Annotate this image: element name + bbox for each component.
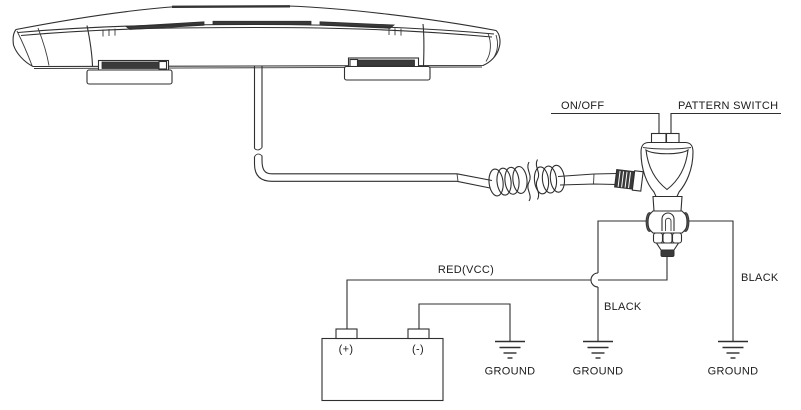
plug-head-seam [642,147,692,150]
ground-label-right: GROUND [708,366,759,378]
coil-loop [488,168,504,197]
strain-relief-collar [631,170,644,192]
red-vcc-label: RED(VCC) [438,264,494,276]
foot-base [343,65,431,81]
coil-break-squiggle-1 [527,161,531,202]
ground-symbol-mid [583,340,613,359]
cable-horizontal-bottom [272,180,491,189]
plug-head-shield [645,148,689,191]
wire-black-mid-upper [597,220,649,273]
strain-relief-ribs [614,168,636,190]
wire-hop-arc [590,272,599,288]
battery: (+) (-) [321,328,444,402]
wire-red-vcc [346,256,668,329]
plug-collar-segment [671,232,683,244]
coil-loop [496,167,512,196]
wires [346,220,734,341]
cable-horizontal-top [272,173,493,182]
endcap-curves-left [16,27,50,66]
ground-label-battery: GROUND [485,366,536,378]
cable-break-cut-top [254,147,263,151]
battery-terminal-positive [335,328,358,340]
pattern-switch-button [665,132,680,144]
cigarette-plug [614,132,694,257]
plug-spring-outer [661,212,675,231]
ground-symbol-right [718,340,748,359]
ground-symbol-battery [495,340,525,359]
cord-join-tick [593,173,595,185]
cord-to-plug-bottom [559,183,618,186]
cable-drop [253,66,263,149]
battery-body [321,337,444,402]
plug-head [640,141,694,198]
mounting-foot-left [86,59,173,85]
coiled-cord [488,159,618,202]
cable-break-cut-bottom [254,153,263,158]
wire-battery-negative [418,303,511,341]
on-off-label: ON/OFF [561,100,604,112]
foot-plate-block [158,60,168,70]
strain-relief-rib-lines [617,170,631,189]
coil-loop [549,164,566,193]
coil-loop [533,166,550,195]
on-off-leader-line [551,112,660,134]
coil-loop [512,165,528,194]
endcap-seam-left [86,25,94,67]
coil-break-squiggle-2 [535,159,540,200]
power-cable [253,66,493,189]
battery-negative-label: (-) [412,344,424,356]
rim-ticks-left [102,28,116,37]
plug-tip-base [655,242,680,251]
cable-elbow-outer [253,156,273,182]
coil-loop [541,165,558,194]
plug-tip [660,249,675,257]
coil-loop [504,166,520,195]
pattern-switch-label: PATTERN SWITCH [678,100,778,112]
cable-join-tick [456,173,459,182]
ground-label-mid: GROUND [573,366,624,378]
foot-plate-band [357,59,415,67]
switch-callouts: ON/OFF PATTERN SWITCH [551,100,781,134]
front-rim-line-2 [20,26,493,38]
pattern-switch-leader-line [670,112,781,134]
plug-collar-segment [652,232,664,244]
light-bar-body [12,5,501,68]
mounting-foot-right [343,57,431,81]
battery-positive-label: (+) [339,344,354,356]
front-rim-line-1 [17,23,495,35]
foot-plate-block [349,58,359,68]
plug-spring-inner [665,217,672,231]
foot-base [86,69,173,85]
black-label-mid: BLACK [604,301,642,313]
battery-terminal-negative [407,328,430,340]
foot-plate-band [101,61,160,69]
cable-elbow-inner [261,155,273,175]
plug-barrel [652,195,683,212]
plug-collar-segment [662,232,673,244]
endcap-seam-right [422,23,425,67]
wire-black-right [686,220,734,341]
endcap-curves-right [485,33,498,62]
black-label-right: BLACK [741,272,779,284]
cord-to-plug-top [557,172,618,178]
plug-contact-block [647,210,688,234]
on-off-button [650,132,667,144]
light-bar-top-ridge [171,5,291,8]
rim-ticks-right [388,28,402,36]
light-bar [12,5,501,69]
